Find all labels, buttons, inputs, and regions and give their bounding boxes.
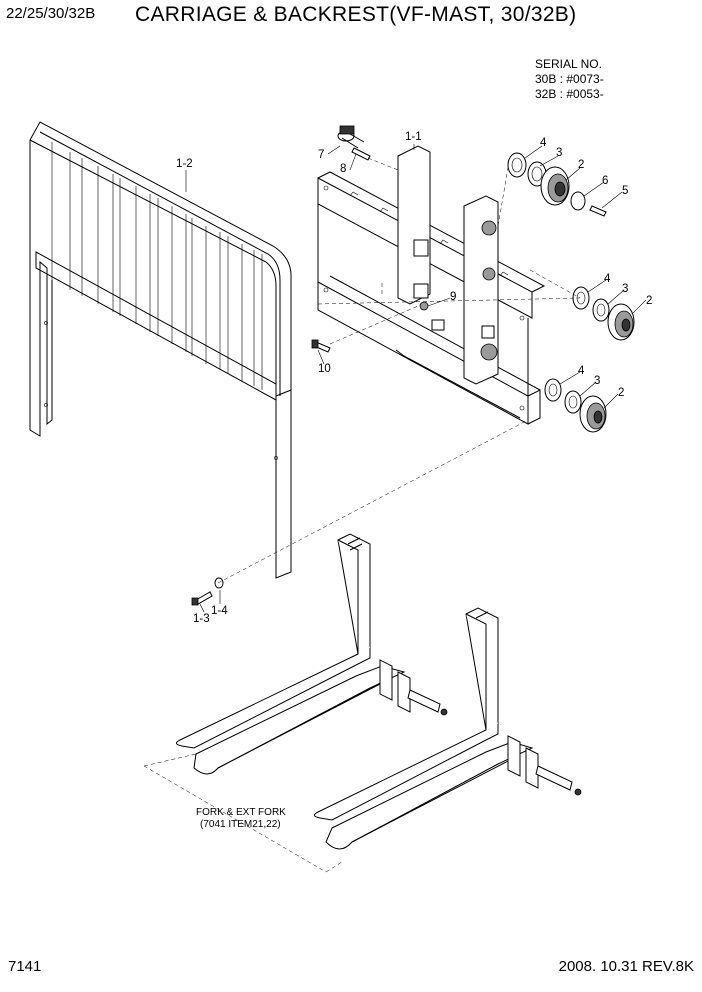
callout-1-1: 1-1: [405, 131, 422, 143]
carriage-assembly: [317, 145, 546, 425]
callout-4-mid: 4: [604, 273, 611, 285]
page-title: CARRIAGE & BACKREST(VF-MAST, 30/32B): [135, 3, 577, 26]
callout-3-low: 3: [594, 375, 600, 387]
callout-4-low: 4: [578, 365, 585, 377]
lower-roller-group: [544, 378, 607, 433]
callout-1-4: 1-4: [211, 605, 228, 617]
callout-8: 8: [340, 163, 346, 175]
page-number: 7141: [8, 958, 42, 975]
callout-5: 5: [622, 185, 628, 197]
callout-9: 9: [450, 291, 456, 303]
callout-10: 10: [318, 363, 331, 375]
callout-4-top: 4: [540, 137, 547, 149]
callout-6: 6: [602, 175, 608, 187]
callout-1-3: 1-3: [193, 613, 210, 625]
right-fork: [314, 607, 582, 850]
serial-heading: SERIAL NO.: [535, 57, 602, 71]
backrest-bolt: [191, 577, 224, 606]
fork-note-line1: FORK & EXT FORK: [196, 807, 286, 818]
callout-2-low: 2: [618, 387, 624, 399]
fork-note-line2: (7041 ITEM21,22): [200, 819, 281, 830]
callout-2-top: 2: [578, 159, 584, 171]
serial-line-30b: 30B : #0073-: [535, 72, 604, 86]
top-roller-group: [337, 125, 607, 217]
bolt-group: [311, 301, 429, 353]
serial-line-32b: 32B : #0053-: [535, 87, 604, 101]
backrest-frame: [29, 121, 292, 579]
callout-3-mid: 3: [622, 283, 628, 295]
model-code: 22/25/30/32B: [6, 5, 96, 22]
callout-1-2: 1-2: [176, 158, 193, 170]
callout-7: 7: [318, 149, 324, 161]
callout-2-mid: 2: [646, 295, 652, 307]
revision-date: 2008. 10.31 REV.8K: [558, 958, 694, 975]
callout-3-top: 3: [556, 147, 562, 159]
left-fork: [176, 533, 448, 775]
